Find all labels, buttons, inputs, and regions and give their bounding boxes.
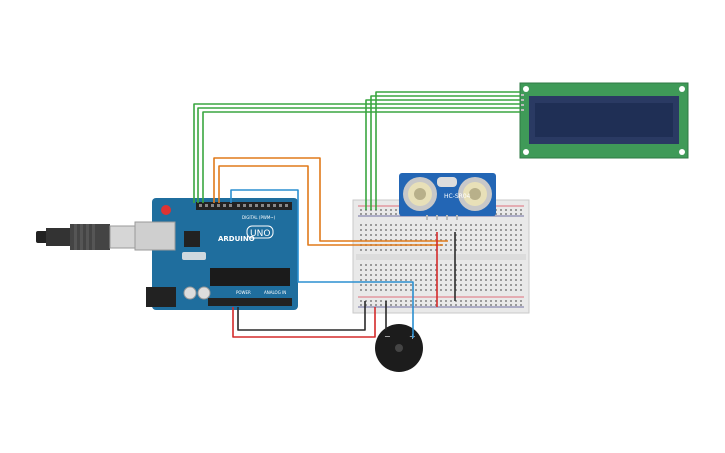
wire-orange-2 — [218, 165, 443, 246]
wires — [193, 91, 520, 338]
usb-cable — [36, 224, 137, 250]
wire-red-2 — [232, 307, 376, 338]
usb-port — [134, 221, 176, 251]
analog-label: ANALOG IN — [264, 290, 286, 295]
wire-green-3 — [202, 111, 520, 203]
arduino-board[interactable]: ARDUINO UNO DIGITAL (PWM~) POWER ANALOG … — [134, 198, 298, 310]
digital-label: DIGITAL (PWM~) — [242, 215, 276, 220]
lcd-display[interactable] — [519, 82, 689, 159]
breadboard[interactable] — [352, 199, 530, 314]
wire-green-5 — [370, 95, 520, 210]
board-model: UNO — [250, 229, 270, 239]
board-brand: ARDUINO — [218, 235, 255, 243]
power-label: POWER — [236, 290, 251, 295]
piezo-buzzer[interactable]: − + — [375, 324, 423, 372]
lcd-screen — [535, 103, 673, 137]
reset-button[interactable] — [161, 205, 171, 215]
ultrasonic-sensor[interactable]: HC-SR04 — [399, 173, 496, 220]
wire-black-2 — [237, 301, 366, 331]
power-jack — [146, 287, 176, 307]
wire-green-1 — [193, 103, 520, 203]
wire-green-2 — [197, 107, 520, 203]
buzzer-minus: − — [384, 332, 391, 341]
sensor-label: HC-SR04 — [444, 193, 471, 200]
atmega-chip — [210, 268, 290, 286]
wire-blue-1 — [230, 189, 414, 338]
wire-orange-1 — [213, 157, 448, 242]
wire-green-6 — [375, 91, 520, 210]
chip-small — [184, 231, 200, 247]
wire-green-4 — [365, 99, 520, 210]
power-analog-header — [208, 298, 292, 306]
